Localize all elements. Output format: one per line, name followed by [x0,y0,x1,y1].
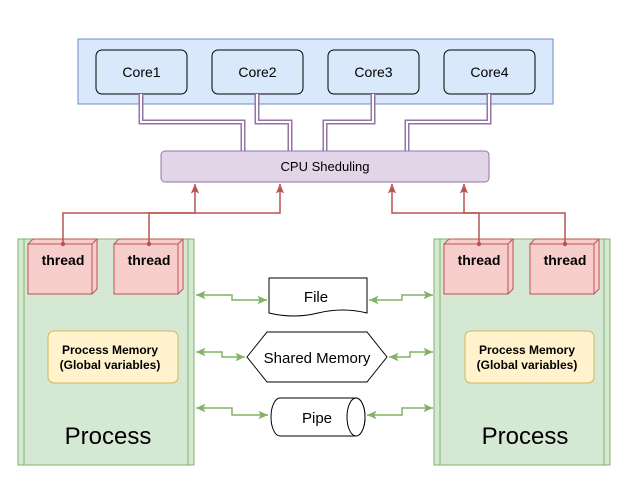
process-memory-right: Process Memory (Global variables) [464,330,595,384]
thread-right-2: thread [529,238,600,295]
core-1: Core1 [95,49,188,95]
process-memory-left: Process Memory (Global variables) [47,330,179,384]
process-left-label: Process [65,423,152,450]
thread-left-2: thread [113,238,184,295]
process-memory-right-line1: Process Memory [479,343,575,357]
thread-left-2-label: thread [128,252,171,268]
core-4-label: Core4 [470,64,508,80]
thread-scheduler-arrows [62,184,566,244]
process-right-label: Process [482,423,569,450]
ipc-shared-memory-label: Shared Memory [264,350,371,367]
scheduler-label: CPU Sheduling [281,159,370,174]
ipc-pipe: Pipe [270,397,366,437]
ipc-file: File [268,277,368,317]
process-memory-right-line2: (Global variables) [477,358,578,372]
cpu-scheduler: CPU Sheduling [160,150,490,183]
ipc-pipe-label: Pipe [302,410,332,427]
core-1-label: Core1 [122,64,160,80]
core-2: Core2 [211,49,304,95]
core-4: Core4 [443,49,536,95]
thread-left-1: thread [27,238,98,295]
process-memory-left-line2: (Global variables) [60,358,161,372]
thread-left-1-label: thread [42,252,85,268]
core-3: Core3 [327,49,420,95]
ipc-shared-memory: Shared Memory [246,331,388,383]
thread-right-2-label: thread [544,252,587,268]
thread-connector-dots [60,241,568,247]
core-3-label: Core3 [354,64,392,80]
thread-right-1: thread [443,238,514,295]
thread-right-1-label: thread [458,252,501,268]
core-scheduler-links [138,94,492,151]
ipc-file-label: File [304,289,328,306]
process-memory-left-line1: Process Memory [62,343,158,357]
ipc-arrows [196,290,433,420]
core-2-label: Core2 [238,64,276,80]
